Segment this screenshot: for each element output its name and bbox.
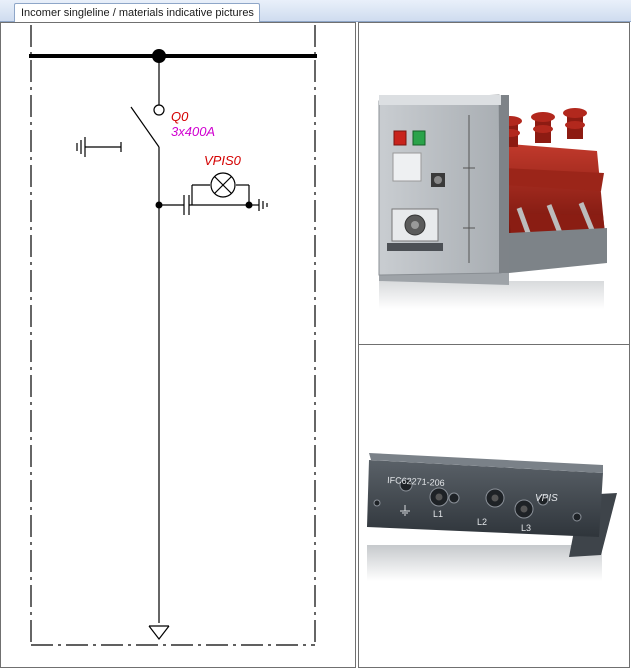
circuit-breaker-picture-frame	[358, 22, 630, 345]
phase-label-l1: L1	[433, 509, 443, 519]
earthing-switch-symbol	[76, 137, 122, 157]
singleline-svg: Q0 3x400A VPIS0	[29, 25, 317, 646]
earth-mark-icon	[400, 505, 410, 516]
vpis-picture-frame: IFC62271-206 L1 L2 L3 VPIS	[358, 345, 630, 668]
singleline-diagram: Q0 3x400A VPIS0	[0, 22, 356, 668]
tab-incomer-singleline[interactable]: Incomer singleline / materials indicativ…	[14, 3, 260, 22]
phase-label-l2: L2	[477, 517, 487, 527]
test-socket-holes	[373, 478, 582, 522]
open-button-icon	[393, 130, 407, 146]
charging-lock-icon	[391, 208, 439, 242]
close-button-icon	[412, 130, 426, 146]
vpis-brand-label: VPIS	[535, 493, 558, 504]
breaker-isolating-contact	[153, 104, 165, 116]
indicator-tag: VPIS0	[204, 153, 242, 168]
vpis-lamp-icon	[210, 172, 236, 198]
breaker-rating: 3x400A	[171, 124, 215, 139]
earth-symbol	[148, 625, 170, 640]
breaker-blade	[130, 106, 160, 148]
phase-label-l3: L3	[521, 523, 531, 533]
vpis-model-code: IFC62271-206	[387, 475, 445, 488]
cubicle-outline	[30, 25, 316, 646]
circuit-breaker-picture	[378, 94, 607, 309]
vpis-plate-picture: IFC62271-206 L1 L2 L3 VPIS	[367, 453, 617, 581]
junction-node-right	[245, 201, 253, 209]
breaker-tag: Q0	[171, 109, 189, 124]
tab-bar: Incomer singleline / materials indicativ…	[0, 0, 631, 22]
vpis-plate	[367, 460, 603, 537]
